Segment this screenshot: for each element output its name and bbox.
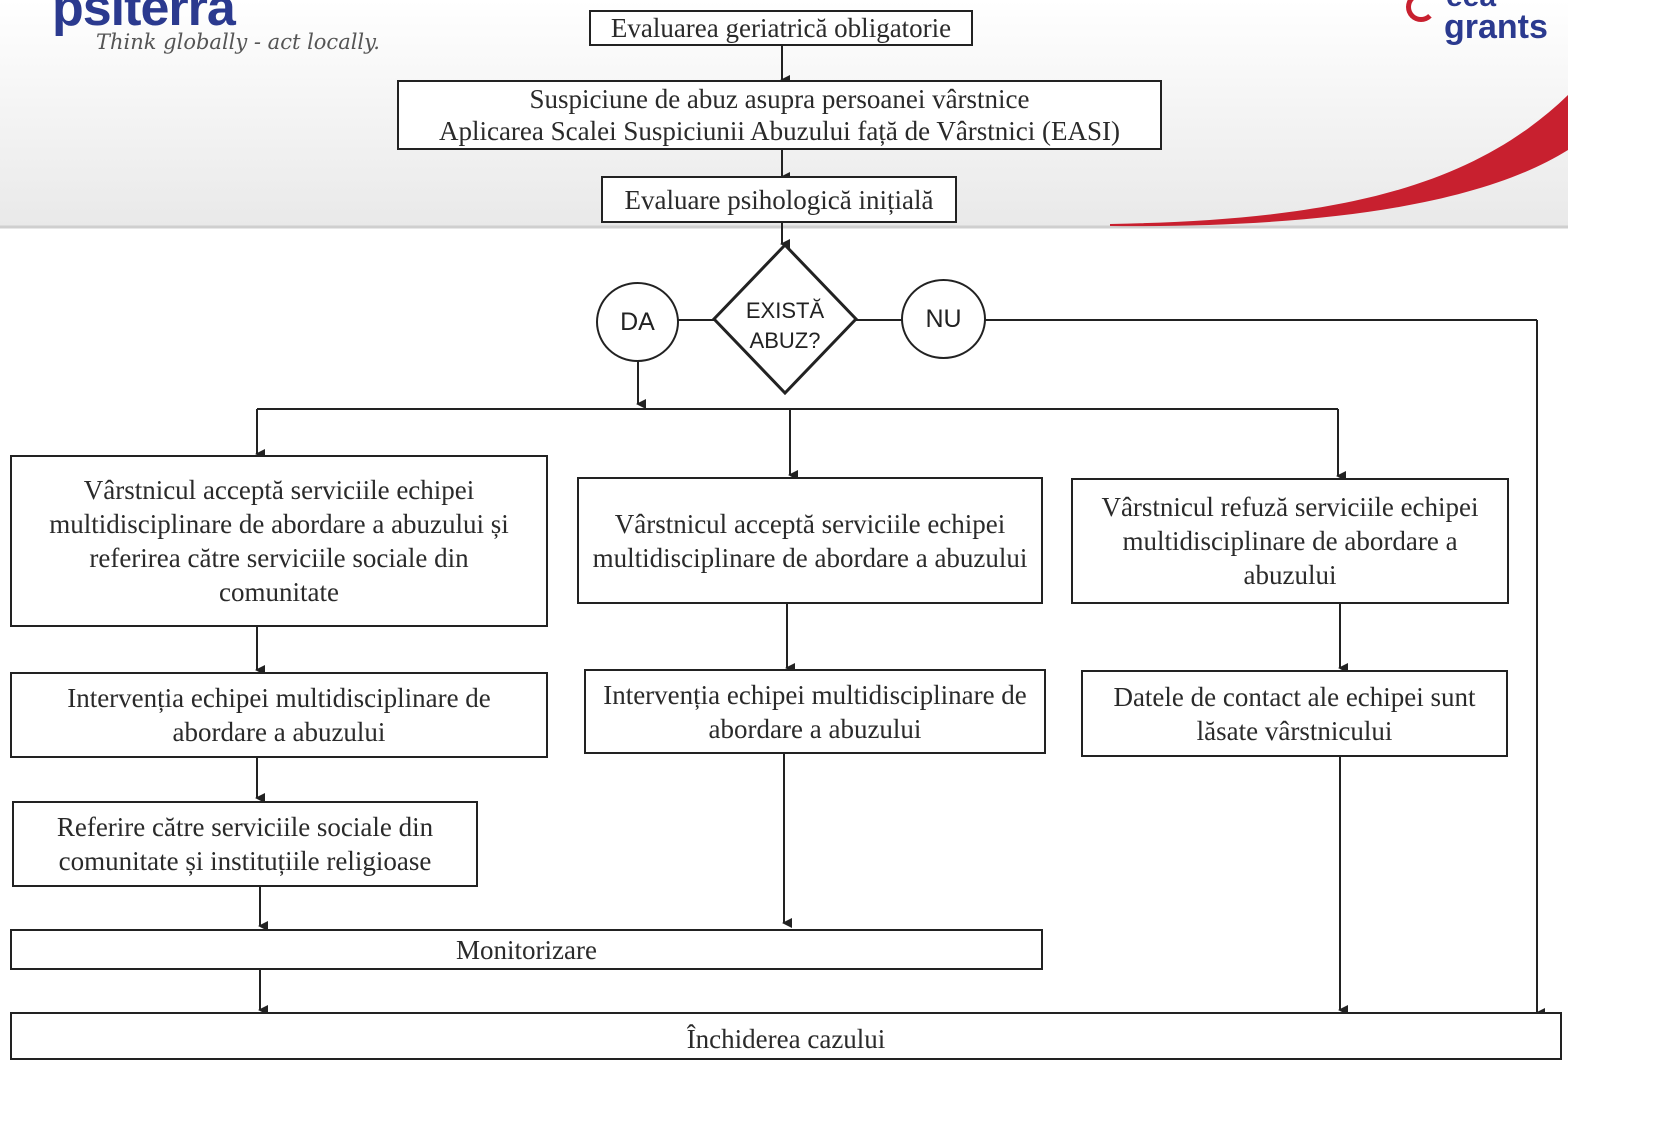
closing-text: Închiderea cazului — [686, 1024, 886, 1054]
left-intervention-text: Intervenția echipei multidisciplinare de… — [67, 683, 491, 747]
left-accept-text: Vârstnicul acceptă serviciile echipei mu… — [49, 475, 509, 607]
right-refuse-box: Vârstnicul refuză serviciile echipei mul… — [1071, 478, 1509, 604]
closing-box: Închiderea cazului — [10, 1012, 1562, 1060]
eea-text: eea — [1446, 0, 1496, 14]
psiterra-wordmark: psiterra — [52, 0, 236, 37]
right-refuse-text: Vârstnicul refuză serviciile echipei mul… — [1101, 492, 1479, 590]
step-psych-evaluation: Evaluare psihologică inițială — [601, 176, 957, 223]
flowchart: psiterra Think globally - act locally. e… — [0, 0, 1568, 1060]
step-psych-text: Evaluare psihologică inițială — [624, 184, 934, 215]
step-suspicion-text: Suspiciune de abuz asupra persoanei vârs… — [438, 84, 1121, 146]
left-referral-text: Referire către serviciile sociale din co… — [56, 812, 434, 876]
decision-no-label: NU — [925, 304, 962, 333]
middle-accept-text: Vârstnicul acceptă serviciile echipei mu… — [592, 508, 1028, 573]
eea-grants-logo: eea grants — [1400, 0, 1568, 60]
connectors — [255, 44, 1545, 1018]
psiterra-logo: psiterra Think globally - act locally. — [0, 0, 470, 70]
step-abuse-suspicion: Suspiciune de abuz asupra persoanei vârs… — [397, 80, 1162, 150]
decision-no-circle: NU — [901, 279, 986, 359]
psiterra-tagline: Think globally - act locally. — [96, 30, 380, 54]
decision-diamond — [711, 243, 859, 395]
left-referral-box: Referire către serviciile sociale din co… — [12, 801, 478, 887]
middle-accept-box: Vârstnicul acceptă serviciile echipei mu… — [577, 477, 1043, 604]
step-geriatric-text: Evaluarea geriatrică obligatorie — [610, 13, 952, 43]
right-contact-text: Datele de contact ale echipei sunt lăsat… — [1113, 681, 1476, 746]
left-accept-box: Vârstnicul acceptă serviciile echipei mu… — [10, 455, 548, 627]
decision-question: EXISTĂ ABUZ? — [745, 298, 825, 353]
monitoring-text: Monitorizare — [456, 934, 597, 965]
left-intervention-box: Intervenția echipei multidisciplinare de… — [10, 672, 548, 758]
step-geriatric-evaluation: Evaluarea geriatrică obligatorie — [589, 10, 973, 46]
right-contact-box: Datele de contact ale echipei sunt lăsat… — [1081, 670, 1508, 757]
decision-yes-label: DA — [620, 307, 655, 336]
eea-red-mark — [1406, 0, 1436, 22]
decision-yes-circle: DA — [596, 282, 679, 362]
monitoring-box: Monitorizare — [10, 929, 1043, 970]
grants-text: grants — [1444, 8, 1548, 46]
middle-intervention-text: Intervenția echipei multidisciplinare de… — [603, 679, 1027, 744]
red-swoosh — [1110, 95, 1568, 227]
middle-intervention-box: Intervenția echipei multidisciplinare de… — [584, 669, 1046, 754]
